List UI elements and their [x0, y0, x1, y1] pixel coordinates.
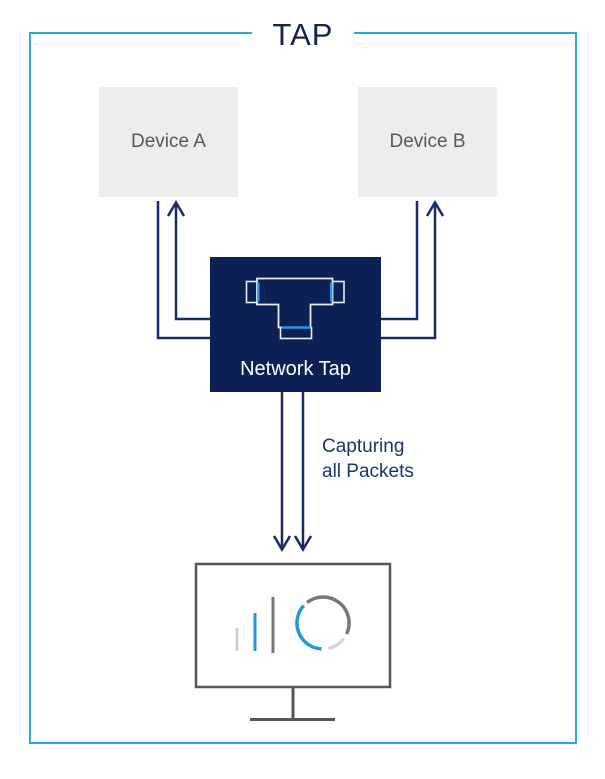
page-title: TAP: [252, 12, 354, 58]
device-a-box: Device A: [99, 87, 238, 197]
capture-caption-line1: Capturing: [322, 436, 405, 457]
capture-arrow-right-icon: [293, 392, 313, 552]
network-tap-box: Network Tap: [210, 257, 381, 392]
monitor-analytics-icon: [194, 562, 392, 721]
capture-caption-line2: all Packets: [322, 461, 414, 482]
bar-chart-icon: [235, 597, 275, 653]
monitor-stand: [250, 687, 335, 721]
capture-caption: Capturing all Packets: [322, 434, 414, 484]
t-connector-icon: [245, 277, 345, 340]
network-tap-label: Network Tap: [240, 358, 351, 380]
donut-chart-icon: [295, 595, 351, 651]
device-b-label: Device B: [389, 131, 466, 152]
device-b-box: Device B: [358, 87, 497, 197]
monitor-screen: [194, 562, 392, 689]
device-a-label: Device A: [131, 131, 206, 152]
capture-arrow-left-icon: [272, 392, 292, 552]
